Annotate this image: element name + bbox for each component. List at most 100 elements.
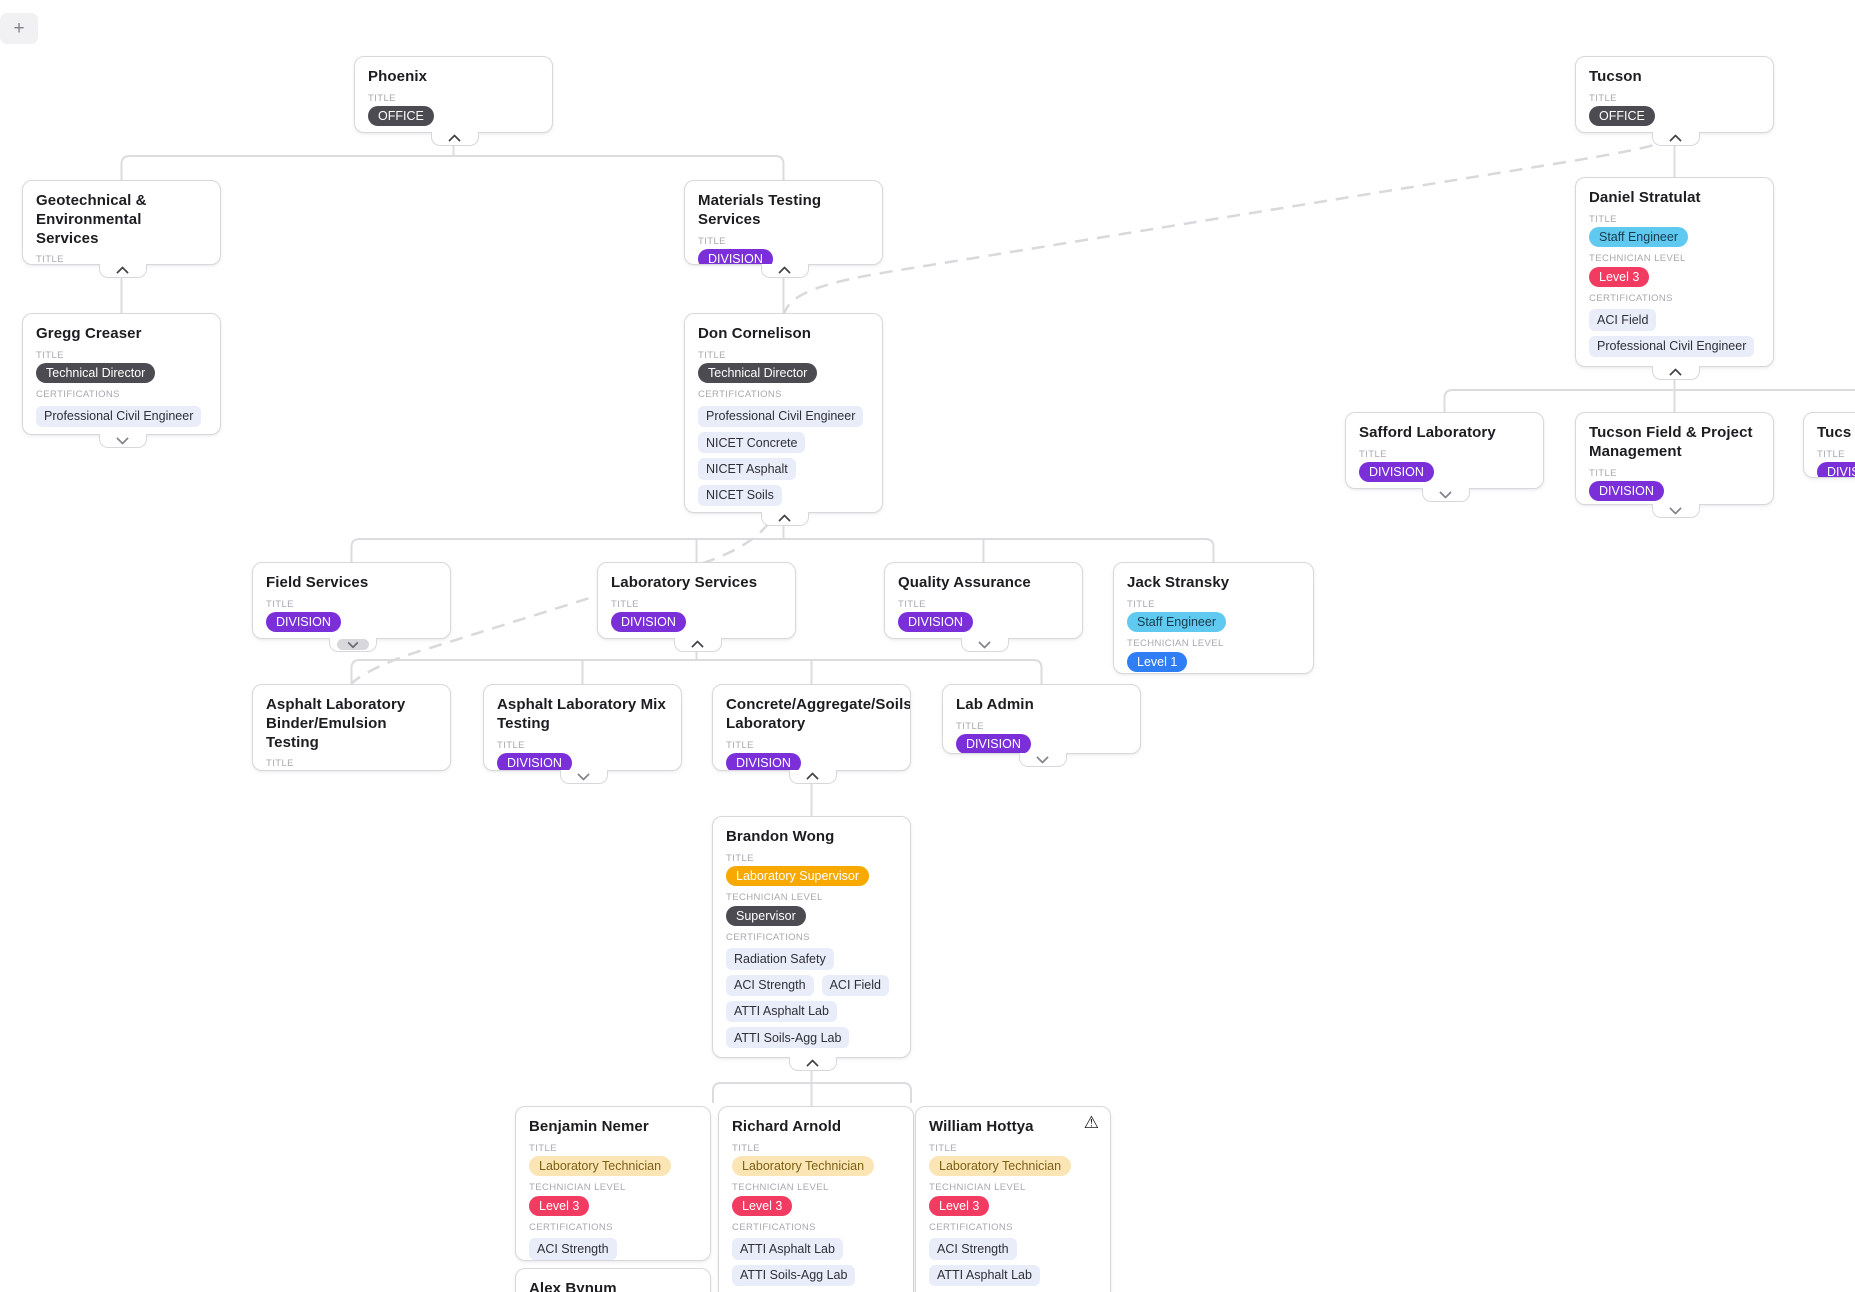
certification-row: ACI Field [1589, 309, 1760, 331]
expand-collapse-toggle-gregg[interactable] [98, 431, 147, 448]
title-badge: Laboratory Supervisor [726, 866, 869, 887]
org-card-safford[interactable]: Safford Laboratory TITLE DIVISION [1345, 412, 1544, 489]
card-name: Tucs [1817, 424, 1852, 441]
field-label-title: TITLE [1589, 467, 1617, 479]
card-name: Safford Laboratory [1359, 424, 1496, 441]
org-card-william[interactable]: ⚠ William Hottya TITLE Laboratory Techni… [915, 1106, 1111, 1292]
technician-level-badge: Supervisor [726, 905, 806, 927]
org-card-don[interactable]: Don Cornelison TITLE Technical Director … [684, 313, 883, 513]
title-badge: OFFICE [368, 106, 434, 127]
expand-collapse-toggle-asphaltmix[interactable] [559, 767, 608, 784]
certification-tag: Professional Civil Engineer [698, 405, 864, 428]
expand-collapse-toggle-materials[interactable] [760, 263, 809, 279]
org-card-concrete[interactable]: Concrete/Aggregate/Soils Laboratory TITL… [712, 684, 911, 771]
org-card-gregg[interactable]: Gregg Creaser TITLE Technical Director C… [22, 313, 221, 435]
dashed-link-tucson-don [782, 141, 1662, 317]
field-label-title: TITLE [1359, 448, 1387, 460]
expand-collapse-toggle-concrete[interactable] [788, 769, 837, 785]
expand-collapse-toggle-geotech[interactable] [98, 263, 147, 279]
expand-collapse-toggle-qa[interactable] [960, 635, 1009, 652]
org-card-richard[interactable]: Richard Arnold TITLE Laboratory Technici… [718, 1106, 914, 1292]
field-label-title: TITLE [1589, 213, 1617, 225]
title-badge: DIVISION [898, 612, 973, 633]
title-badge: DIVISION [497, 752, 572, 770]
certification-tag: NICET Soils [698, 484, 782, 506]
org-card-materials[interactable]: Materials Testing Services TITLE DIVISIO… [684, 180, 883, 265]
org-card-alex[interactable]: Alex Bynum [515, 1268, 711, 1292]
certification-tag: ACI Field [821, 974, 889, 996]
field-label-technician-level: TECHNICIAN LEVEL [929, 1182, 1026, 1194]
org-card-asphaltmix[interactable]: Asphalt Laboratory Mix Testing TITLE DIV… [483, 684, 682, 771]
org-card-tucsonfield[interactable]: Tucson Field & Project Management TITLE … [1575, 412, 1774, 505]
certification-row: Professional Civil Engineer [1589, 335, 1760, 357]
org-card-labservices[interactable]: Laboratory Services TITLE DIVISION [597, 562, 796, 639]
card-name: Materials Testing Services [698, 192, 822, 228]
certification-row: NICET Concrete [698, 432, 869, 454]
title-badge: DIVISION [1359, 462, 1434, 483]
technician-level-badge: Level 1 [1127, 651, 1188, 673]
org-card-brandon[interactable]: Brandon Wong TITLE Laboratory Supervisor… [712, 816, 911, 1058]
expand-collapse-toggle-labservices[interactable] [673, 637, 722, 653]
expand-collapse-toggle-daniel[interactable] [1651, 365, 1700, 381]
card-name: Don Cornelison [698, 325, 812, 342]
org-card-field[interactable]: Field Services TITLE DIVISION [252, 562, 451, 639]
title-badge: Staff Engineer [1589, 227, 1688, 248]
chevron-up-icon [806, 1058, 819, 1072]
expand-collapse-toggle-brandon[interactable] [788, 1056, 837, 1072]
expand-collapse-toggle-don[interactable] [760, 511, 809, 527]
title-badge: Laboratory Technician [732, 1156, 875, 1177]
field-label-title: TITLE [368, 92, 396, 104]
chevron-down-icon [577, 767, 590, 781]
title-badge: DIVISION [266, 612, 341, 633]
chevron-down-icon [978, 635, 991, 649]
title-badge: DIVISION [1589, 480, 1664, 502]
zoom-in-button[interactable]: + [0, 13, 38, 44]
org-card-asphaltbinder[interactable]: Asphalt Laboratory Binder/Emulsion Testi… [252, 684, 451, 771]
title-badge: DIVISION [611, 612, 686, 633]
card-name: Laboratory Services [611, 574, 758, 591]
chevron-down-icon [116, 431, 129, 445]
chevron-down-icon [346, 636, 359, 649]
org-card-daniel[interactable]: Daniel Stratulat TITLE Staff Engineer TE… [1575, 177, 1774, 367]
org-card-tucstrunc[interactable]: Tucs TITLE DIVISION [1803, 412, 1855, 478]
title-badge: Technical Director [698, 363, 818, 384]
field-label-title: TITLE [726, 852, 754, 864]
org-card-geotech[interactable]: Geotechnical & Environmental Services TI… [22, 180, 221, 265]
title-badge: Laboratory Technician [929, 1156, 1072, 1177]
org-card-phoenix[interactable]: Phoenix TITLE OFFICE [354, 56, 553, 133]
warning-icon: ⚠ [1083, 1113, 1099, 1133]
org-card-jack[interactable]: Jack Stransky TITLE Staff Engineer TECHN… [1113, 562, 1314, 674]
expand-collapse-toggle-tucsonfield[interactable] [1651, 501, 1700, 518]
field-label-title: TITLE [36, 254, 64, 265]
field-label-title: TITLE [266, 758, 294, 770]
expand-collapse-toggle-safford[interactable] [1421, 485, 1470, 502]
field-label-certifications: CERTIFICATIONS [732, 1222, 816, 1234]
connector-brandon-children [712, 1070, 912, 1106]
certification-tag: Professional Civil Engineer [1589, 335, 1755, 357]
card-name: Asphalt Laboratory Mix Testing [497, 696, 666, 732]
org-card-benjamin[interactable]: Benjamin Nemer TITLE Laboratory Technici… [515, 1106, 711, 1261]
org-card-labadmin[interactable]: Lab Admin TITLE DIVISION [942, 684, 1141, 754]
org-card-tucson[interactable]: Tucson TITLE OFFICE [1575, 56, 1774, 133]
certification-tag: ACI Strength [929, 1238, 1017, 1260]
field-label-title: TITLE [1127, 598, 1155, 610]
field-label-technician-level: TECHNICIAN LEVEL [1589, 253, 1686, 265]
expand-collapse-toggle-phoenix[interactable] [430, 131, 479, 147]
technician-level-badge: Level 3 [529, 1195, 590, 1217]
expand-collapse-toggle-field[interactable] [328, 636, 377, 652]
expand-collapse-toggle-labadmin[interactable] [1018, 750, 1067, 767]
card-name: Tucson [1589, 68, 1642, 85]
field-label-certifications: CERTIFICATIONS [726, 932, 810, 944]
certification-row: ATTI Asphalt Lab [732, 1238, 900, 1260]
field-label-title: TITLE [726, 739, 754, 751]
org-card-qa[interactable]: Quality Assurance TITLE DIVISION [884, 562, 1083, 639]
card-name: Benjamin Nemer [529, 1118, 649, 1135]
expand-collapse-toggle-tucson[interactable] [1651, 131, 1700, 147]
card-name: Daniel Stratulat [1589, 189, 1701, 206]
field-label-certifications: CERTIFICATIONS [529, 1222, 613, 1234]
certification-tag: NICET Concrete [698, 432, 806, 454]
chevron-down-icon [1669, 501, 1682, 515]
